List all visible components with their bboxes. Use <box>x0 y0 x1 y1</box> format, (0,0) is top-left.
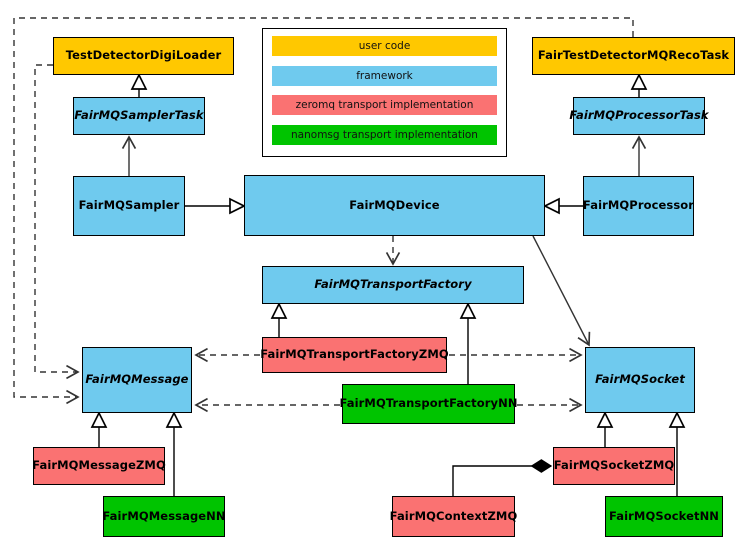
class-node-fairmqtransportfactoryzmq[interactable]: FairMQTransportFactoryZMQ <box>260 337 449 373</box>
edge-contextzmq-socketzmq <box>452 466 551 496</box>
class-node-fairmqmessagezmq[interactable]: FairMQMessageZMQ <box>32 447 166 485</box>
legend-item-nanomsg: nanomsg transport implementation <box>272 125 497 145</box>
class-node-fairmqsamplertask[interactable]: FairMQSamplerTask <box>73 97 205 135</box>
edge-digiloader-message <box>34 64 80 380</box>
legend-item-user-code: user code <box>272 36 497 56</box>
class-node-fairmqsocketnn[interactable]: FairMQSocketNN <box>605 496 723 537</box>
class-node-fairmqmessagenn[interactable]: FairMQMessageNN <box>102 496 226 537</box>
edge-device-socket <box>532 235 591 347</box>
class-node-fairmqmessage[interactable]: FairMQMessage <box>82 347 192 413</box>
class-node-fairmqprocessortask[interactable]: FairMQProcessorTask <box>569 97 709 135</box>
edge-recotask-message <box>13 17 634 405</box>
class-node-fairmqcontextzmq[interactable]: FairMQContextZMQ <box>390 496 517 537</box>
class-node-fairmqtransportfactory[interactable]: FairMQTransportFactory <box>262 266 524 304</box>
legend-item-framework: framework <box>272 66 497 86</box>
class-node-testdetectordigiloader[interactable]: TestDetectorDigiLoader <box>53 37 234 75</box>
class-node-fairmqdevice[interactable]: FairMQDevice <box>244 175 545 236</box>
legend-item-zeromq: zeromq transport implementation <box>272 95 497 115</box>
dependency-edges <box>13 17 634 413</box>
generalization-edges <box>99 75 677 496</box>
class-node-fairmqtransportfactorynn[interactable]: FairMQTransportFactoryNN <box>339 384 517 424</box>
composition-edges <box>452 466 551 496</box>
class-node-fairmqsocket[interactable]: FairMQSocket <box>585 347 695 413</box>
class-node-fairmqprocessor[interactable]: FairMQProcessor <box>583 176 694 236</box>
class-node-fairmqsocketzmq[interactable]: FairMQSocketZMQ <box>553 447 675 485</box>
class-node-fairtestdetectormqrecotask[interactable]: FairTestDetectorMQRecoTask <box>532 37 735 75</box>
class-node-fairmqsampler[interactable]: FairMQSampler <box>73 176 185 236</box>
association-edges <box>121 135 647 347</box>
